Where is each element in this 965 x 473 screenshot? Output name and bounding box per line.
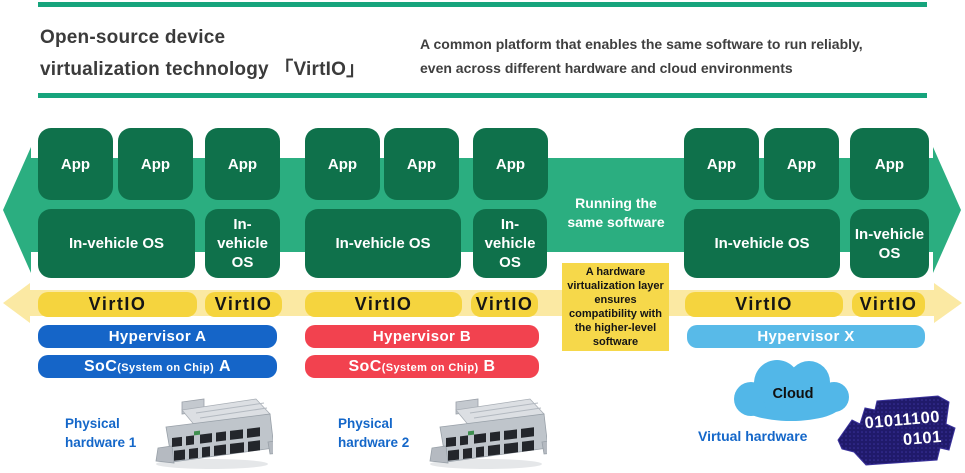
virtio-layer: VirtIO [471,292,538,317]
soc-a-bar: SoC(System on Chip) A [38,355,277,378]
cloud-label: Cloud [772,386,813,402]
binary-code-label: 01011100 0101 [843,407,943,455]
in-vehicle-os-box: In-vehicle OS [684,209,840,278]
page-subtitle: A common platform that enables the same … [420,32,863,80]
hypervisor-x-bar: Hypervisor X [687,325,925,348]
soc-suffix: A [219,357,232,375]
physical-hardware-1-label: Physical hardware 1 [65,416,137,450]
subtitle-line-1: A common platform that enables the same … [420,36,863,52]
title-line-2: virtualization technology 「VirtIO」 [40,59,366,80]
soc-b-bar: SoC(System on Chip) B [305,355,539,378]
virtio-layer: VirtIO [685,292,843,317]
app-box: App [764,128,839,200]
in-vehicle-os-box: In-vehicle OS [850,209,929,278]
soc-sublabel: (System on Chip) [117,362,215,374]
app-box: App [850,128,929,200]
virtio-layer: VirtIO [205,292,282,317]
top-divider [38,2,927,7]
page-title: Open-source device virtualization techno… [40,22,365,86]
soc-label: SoC [83,357,118,375]
in-vehicle-os-box: In-vehicle OS [305,209,461,278]
hypervisor-b-bar: Hypervisor B [305,325,539,348]
in-vehicle-os-box: In-vehicle OS [473,209,547,278]
virtio-layer: VirtIO [38,292,197,317]
running-same-software-note: Running the same software [567,195,665,230]
subtitle-line-2: even across different hardware and cloud… [420,60,793,76]
hypervisor-a-bar: Hypervisor A [38,325,277,348]
app-box: App [384,128,459,200]
virtio-layer: VirtIO [852,292,925,317]
soc-sublabel: (System on Chip) [381,362,479,374]
app-box: App [684,128,759,200]
cloud-icon: Cloud [734,360,849,421]
title-line-1: Open-source device [40,27,226,48]
app-box: App [38,128,113,200]
physical-hardware-1-image [155,398,273,469]
header-divider [38,93,927,98]
virtual-chip-shape [837,395,956,466]
virtual-hardware-label: Virtual hardware [698,428,808,444]
virtual-chip-image [837,395,956,466]
soc-suffix: B [483,357,496,375]
app-box: App [305,128,380,200]
soc-label: SoC [348,357,382,375]
physical-hardware-2-image [429,398,547,469]
hardware-virtualization-note: A hardware virtualization layer ensures … [562,263,669,351]
app-box: App [473,128,548,200]
in-vehicle-os-box: In-vehicle OS [205,209,280,278]
virtio-layer: VirtIO [305,292,462,317]
app-box: App [118,128,193,200]
app-box: App [205,128,280,200]
physical-hardware-2-label: Physical hardware 2 [338,416,410,450]
in-vehicle-os-box: In-vehicle OS [38,209,195,278]
